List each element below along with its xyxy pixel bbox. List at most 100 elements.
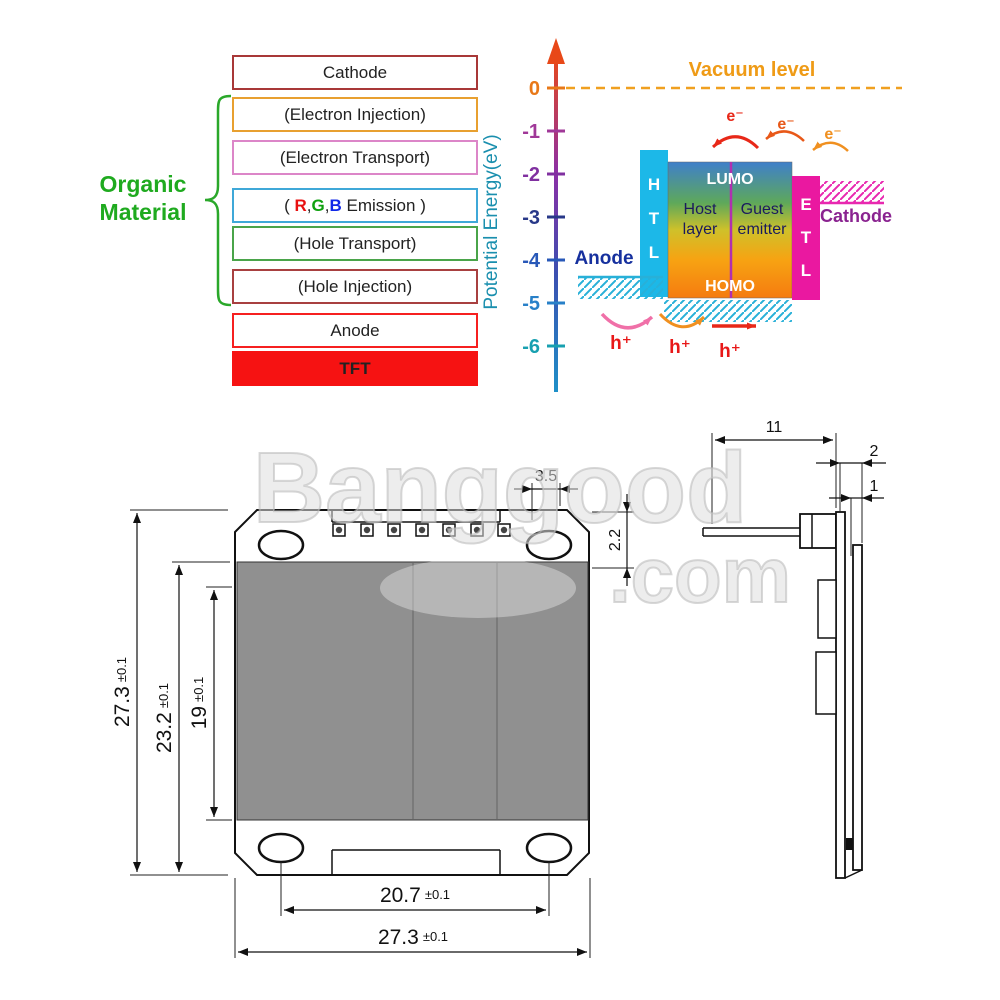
cathode-label: Cathode [820, 206, 892, 226]
layer-box [232, 313, 478, 348]
layer-stack-diagram: Organic Material Cathode (Electron Injec… [100, 55, 478, 386]
axis-arrow-icon [547, 38, 565, 64]
pin-pad [415, 523, 429, 537]
glass-bottom-bevel [844, 869, 863, 879]
electron-label: e⁻ [726, 108, 743, 125]
dim-label-hole-span: 20.7±0.1 [380, 884, 450, 907]
etl-block: E T L [792, 176, 820, 300]
mounting-hole [257, 832, 305, 864]
anode-hatch [578, 278, 663, 299]
layer-box [232, 269, 478, 304]
layer-label: (Electron Injection) [284, 105, 426, 124]
pin-pad [470, 523, 484, 537]
dim-label-active-height: 19±0.1 [188, 677, 211, 730]
dim-active-height: 19±0.1 [188, 586, 232, 821]
htl-letter: H [648, 175, 660, 194]
htl-letter: T [649, 209, 660, 228]
hole-label: h⁺ [669, 337, 691, 358]
watermark-swoosh [380, 558, 576, 618]
layer-box [232, 351, 478, 386]
axis-tick: -1 [522, 121, 565, 143]
lumo-label: LUMO [706, 171, 753, 188]
dim-overall-height: 27.3±0.1 [111, 509, 228, 876]
organic-label-line1: Organic [100, 171, 187, 197]
connector-block [799, 513, 837, 549]
axis-tick: -2 [522, 164, 565, 186]
axis-tick: -5 [522, 293, 565, 315]
electron-arrow-icon [711, 135, 760, 150]
mounting-hole [525, 529, 573, 561]
tick-label: -1 [522, 121, 540, 143]
top-notch [331, 510, 501, 523]
vacuum-label: Vacuum level [689, 59, 816, 81]
htl-letter: L [649, 243, 659, 262]
etl-rect [792, 176, 820, 300]
bottom-notch [331, 849, 501, 875]
watermark-text-line1: Banggood [253, 432, 747, 544]
layer-label: (Hole Transport) [294, 234, 417, 253]
layer-box-anode: Anode [232, 313, 478, 348]
pin-pad [360, 523, 374, 537]
glass-profile [852, 544, 863, 871]
axis-tick: -4 [522, 250, 565, 272]
dim-label-glass-thickness: 1 [870, 478, 879, 495]
tick-label: 0 [529, 78, 540, 100]
guest-label-line2: emitter [738, 221, 788, 238]
electron-arrow-icon [765, 130, 805, 142]
pin-pad [442, 523, 456, 537]
htl-block: H T L [640, 150, 668, 297]
host-label-line1: Host [684, 201, 717, 218]
electron-label: e⁻ [824, 126, 841, 143]
dim-label-inner-height: 23.2±0.1 [153, 683, 176, 753]
watermark-text-line2: .com [609, 531, 791, 619]
pin-pad [497, 523, 511, 537]
axis-title: Potential Energy(eV) [481, 134, 502, 309]
layer-box [232, 188, 478, 223]
layer-box-tft: TFT [232, 351, 478, 386]
layer-box-electron-transport: (Electron Transport) [232, 140, 478, 175]
mounting-hole [525, 832, 573, 864]
layer-label: TFT [339, 359, 371, 378]
anode-label: Anode [574, 248, 633, 269]
organic-material-label: Organic Material [100, 94, 232, 307]
axis-tick: 0 [529, 78, 565, 100]
component-ic [817, 579, 837, 639]
dim-pin-band: 2.2 [592, 494, 634, 586]
layer-label: (Electron Transport) [280, 148, 430, 167]
layer-box [232, 55, 478, 90]
tick-label: -3 [522, 207, 540, 229]
layer-box-hole-injection: (Hole Injection) [232, 269, 478, 304]
organic-label-line2: Material [100, 199, 187, 225]
mounting-holes [257, 529, 573, 864]
pin-pad [387, 523, 401, 537]
component-ic [815, 651, 837, 715]
layer-box-rgb-emission: ( R,G,B Emission ) [232, 188, 478, 223]
pin-pad [332, 523, 346, 537]
mounting-hole [257, 529, 305, 561]
layer-box-hole-transport: (Hole Transport) [232, 226, 478, 261]
htl-rect [640, 150, 668, 297]
pin-row [332, 523, 511, 537]
cathode-contact: Cathode [820, 181, 892, 226]
tick-label: -2 [522, 164, 540, 186]
dim-hole-span: 20.7±0.1 [280, 862, 550, 916]
mechanical-front-view: 27.3±0.1 23.2±0.1 19±0.1 3.5 2. [111, 468, 634, 958]
dim-step: 2 [816, 443, 886, 543]
dim-label-step: 2 [870, 443, 879, 460]
hole-arrow-icon [658, 312, 706, 329]
electron-arrow-icon [812, 141, 849, 152]
guest-label-line1: Guest [741, 201, 784, 218]
organic-brace [204, 94, 232, 307]
emission-block: LUMO HOMO Host layer Guest emitter [667, 161, 793, 299]
cathode-hatch [820, 181, 884, 202]
mechanical-side-view: 11 2 1 [702, 419, 886, 879]
energy-level-diagram: Potential Energy(eV) 0 -1 -2 -3 -4 [481, 38, 902, 392]
electron-flow: e⁻ e⁻ e⁻ [711, 108, 849, 152]
homo-label: HOMO [705, 278, 755, 295]
dim-label-overall-height: 27.3±0.1 [111, 657, 134, 727]
eml-bottom-hatch [664, 300, 792, 322]
layer-label: (Hole Injection) [298, 277, 412, 296]
layer-box [232, 140, 478, 175]
